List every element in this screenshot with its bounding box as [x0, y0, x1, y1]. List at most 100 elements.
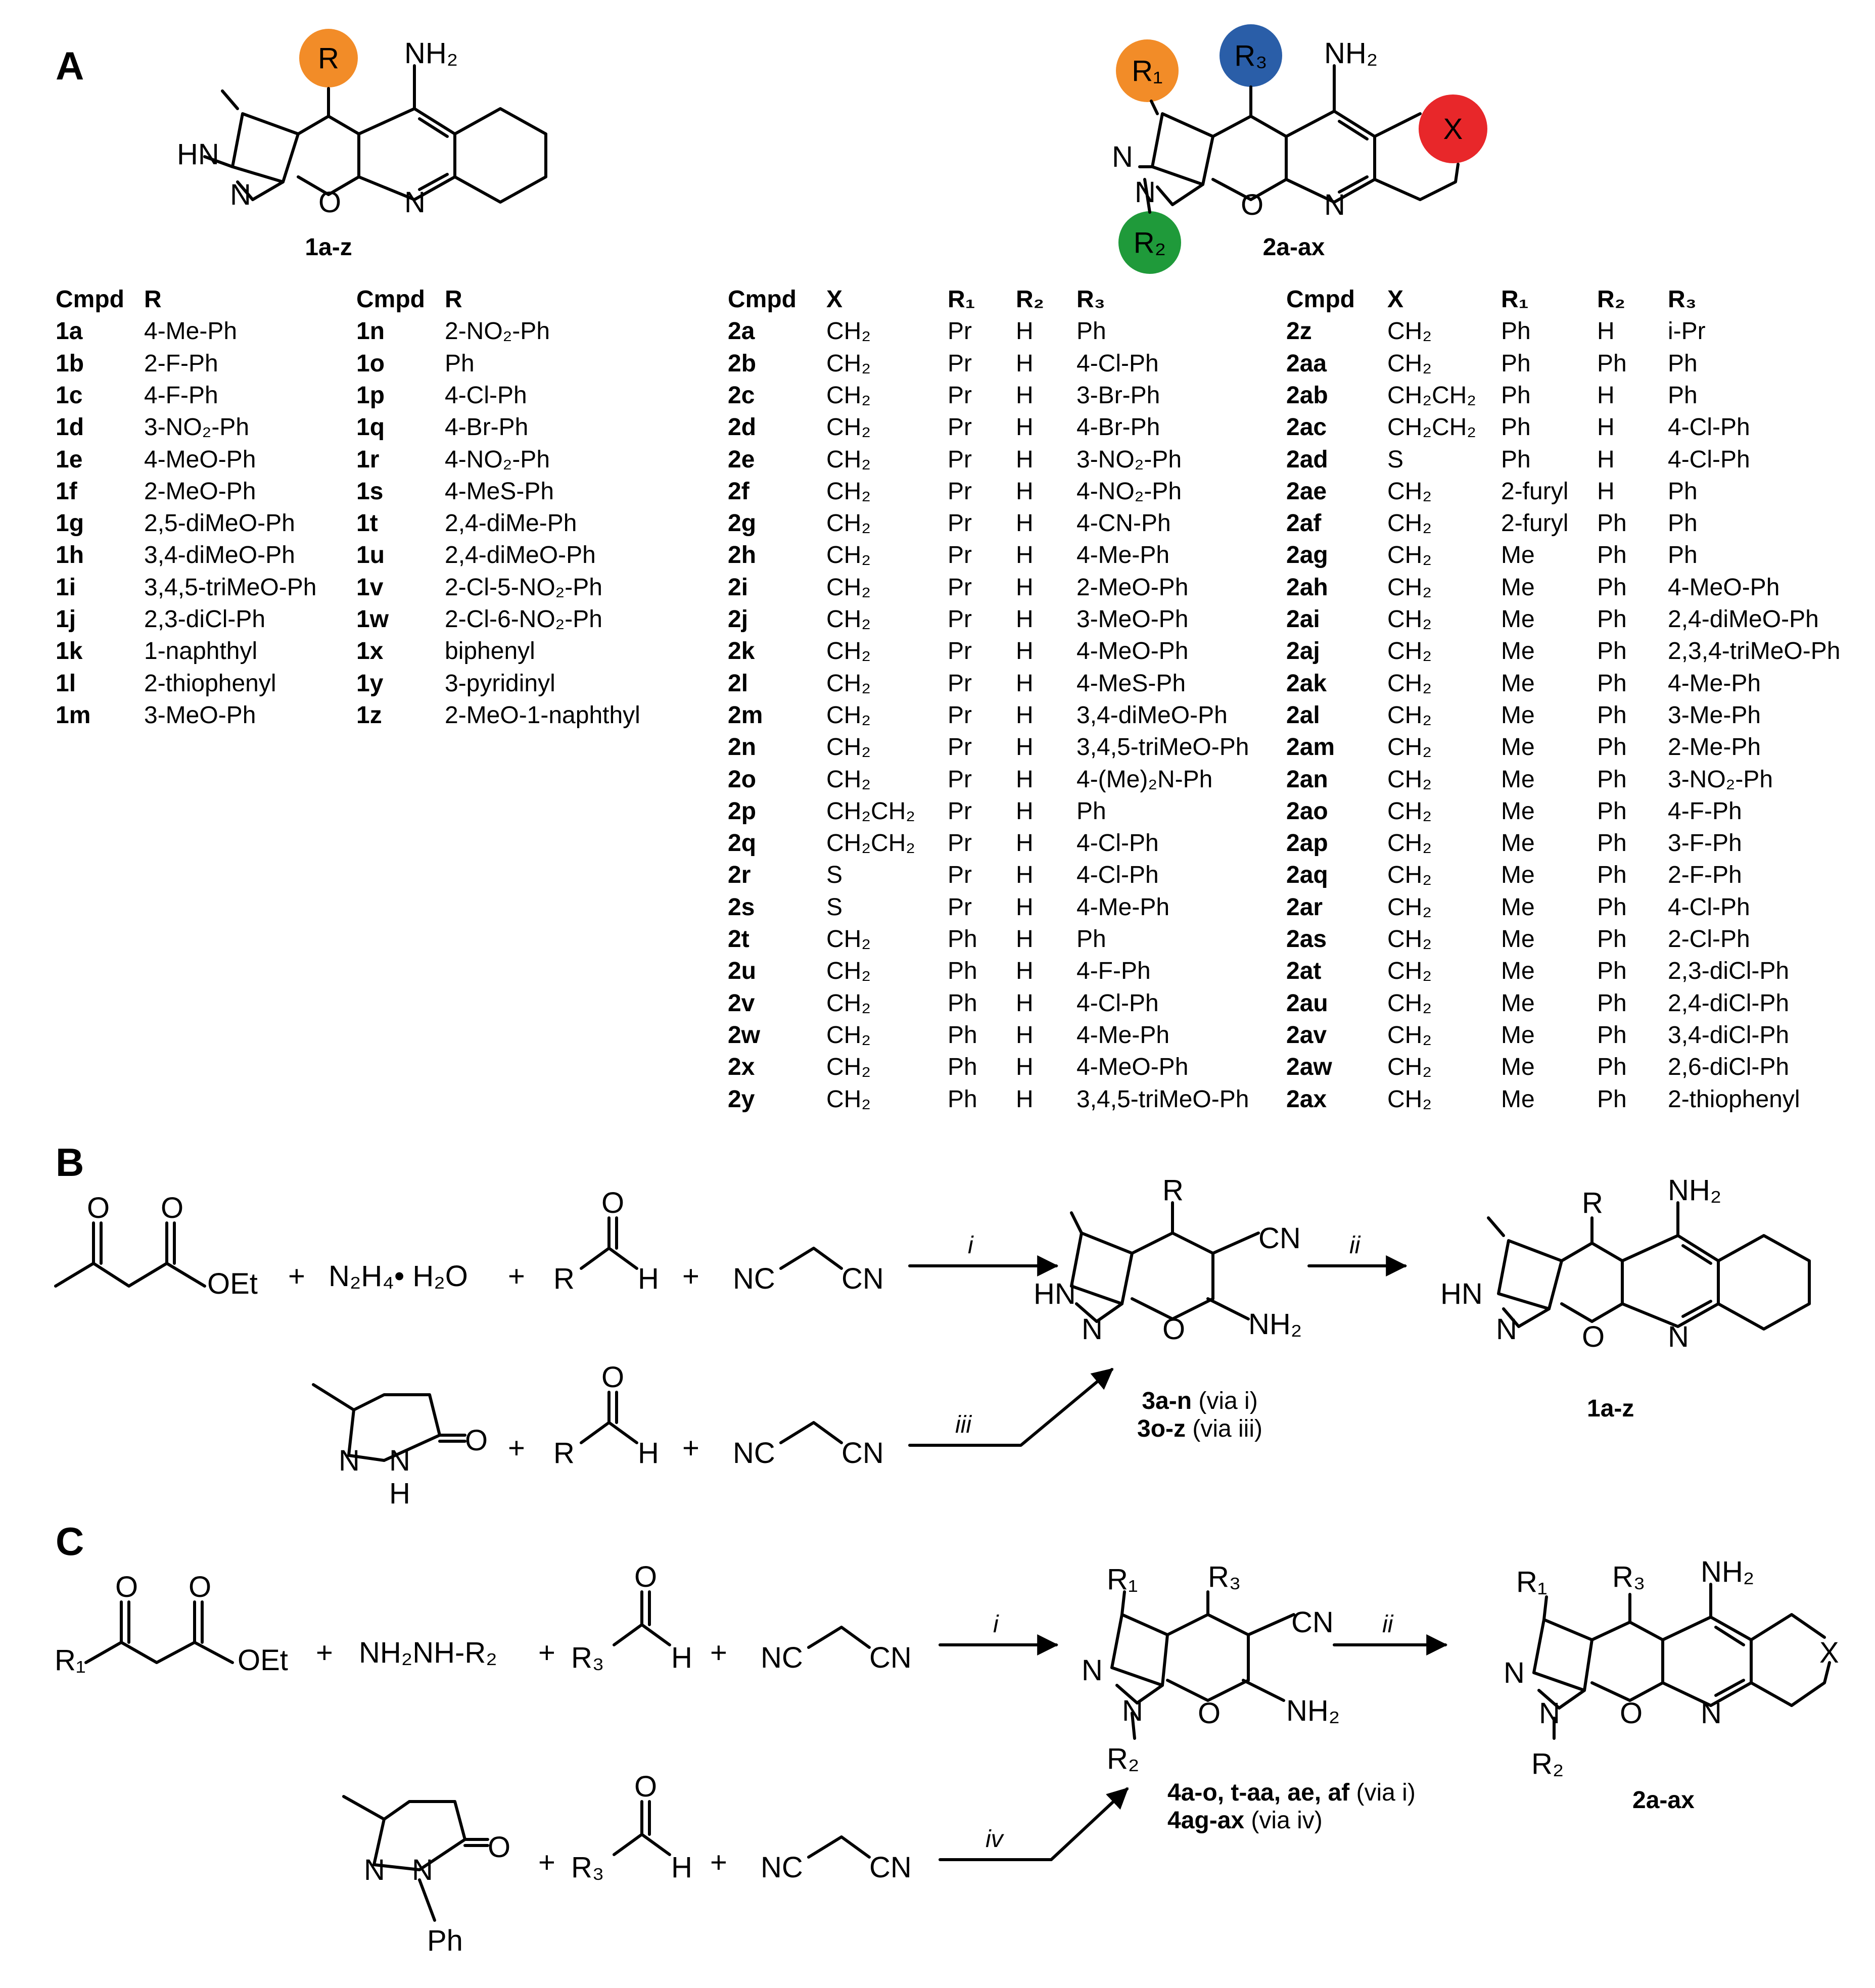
substituent-value: CH₂CH₂ — [826, 798, 915, 825]
c-int-nh2: NH₂ — [1286, 1694, 1340, 1727]
substituent-value: 4-Cl-Ph — [1076, 350, 1159, 377]
substituent-value: 2-Cl-Ph — [1668, 926, 1750, 953]
c-prod-x: X — [1819, 1636, 1839, 1669]
compound-id: 1f — [56, 478, 77, 505]
scheme-b-product-caption: 1a-z — [1587, 1395, 1634, 1423]
substituent-value: Ph — [1597, 542, 1627, 569]
substituent-value: CH₂ — [826, 318, 871, 345]
substituent-value: Pr — [948, 702, 972, 729]
substituent-value: H — [1016, 670, 1034, 697]
substituent-value: H — [1016, 1054, 1034, 1080]
substituent-value: CH₂ — [826, 638, 871, 665]
b-int-nh2: NH₂ — [1248, 1308, 1302, 1341]
r1-circle — [1116, 39, 1179, 102]
c-ald2-o: O — [634, 1770, 657, 1803]
substituent-value: CH₂ — [826, 1086, 871, 1113]
compound-id: 1g — [56, 510, 84, 537]
substituent-value: 4-Me-Ph — [1076, 894, 1170, 921]
b-plus1: + — [288, 1260, 305, 1293]
b-prod-nring: N — [1668, 1320, 1689, 1353]
compound-id: 2aq — [1286, 862, 1328, 888]
substituent-value: 4-MeO-Ph — [144, 446, 256, 473]
b-step-i: i — [968, 1232, 974, 1259]
substituent-value: 2-MeO-Ph — [1076, 574, 1189, 601]
substituent-value: Ph — [1076, 798, 1106, 825]
substituent-value: H — [1016, 1086, 1034, 1113]
substituent-value: 4-Me-Ph — [1076, 1022, 1170, 1049]
substituent-value: Ph — [1597, 350, 1627, 377]
r2-circle — [1118, 211, 1181, 274]
substituent-value: Pr — [948, 894, 972, 921]
substituent-value: Pr — [948, 318, 972, 345]
b-ald-r: R — [553, 1262, 575, 1295]
substituent-value: CH₂ — [826, 574, 871, 601]
substituent-value: Ph — [1076, 926, 1106, 953]
panel-label-b: B — [56, 1140, 84, 1185]
substituent-value: Ph — [948, 926, 977, 953]
substituent-value: CH₂ — [1387, 478, 1432, 505]
substituent-value: H — [1016, 990, 1034, 1017]
substituent-value: CH₂ — [1387, 1022, 1432, 1049]
header-r1: R₁ — [1501, 286, 1529, 313]
substituent-value: Ph — [1597, 990, 1627, 1017]
c-step-ii: ii — [1382, 1611, 1394, 1638]
substituent-value: Me — [1501, 542, 1535, 569]
scheme-c-intermediate-caption: 4a-o, t-aa, ae, af (via i) 4ag-ax (via i… — [1167, 1779, 1416, 1834]
substituent-value: Pr — [948, 414, 972, 441]
header-r: R — [445, 286, 462, 313]
c-int-r1: R₁ — [1107, 1563, 1138, 1596]
s2-r1: R₁ — [1132, 55, 1162, 87]
substituent-value: Me — [1501, 1054, 1535, 1080]
substituent-value: CH₂CH₂ — [1387, 414, 1476, 441]
substituent-value: H — [1016, 606, 1034, 633]
c-prod-o: O — [1620, 1697, 1643, 1730]
compound-id: 2ae — [1286, 478, 1327, 505]
substituent-value: Pr — [948, 798, 972, 825]
s1-o: O — [318, 186, 341, 219]
substituent-value: H — [1597, 414, 1615, 441]
scheme-c-product-caption: 2a-ax — [1632, 1786, 1695, 1814]
substituent-value: H — [1597, 446, 1615, 473]
x-circle — [1419, 94, 1487, 163]
compound-id: 2aw — [1286, 1054, 1332, 1080]
substituent-value: 4-Cl-Ph — [1668, 446, 1750, 473]
panel-label-a: A — [56, 43, 84, 88]
substituent-value: Ph — [1501, 350, 1531, 377]
compound-id: 2ag — [1286, 542, 1328, 569]
compound-id: 2aj — [1286, 638, 1320, 665]
substituent-value: 3,4-diCl-Ph — [1668, 1022, 1790, 1049]
compound-id: 2v — [728, 990, 755, 1017]
compound-id: 1h — [56, 542, 84, 569]
s2-r3: R₃ — [1234, 39, 1268, 72]
substituent-value: Me — [1501, 638, 1535, 665]
substituent-value: CH₂ — [826, 414, 871, 441]
substituent-value: Ph — [1597, 670, 1627, 697]
prod-2-label: 2a-ax — [1632, 1787, 1695, 1814]
c-plus1: + — [316, 1636, 333, 1669]
b-pz-o: O — [465, 1424, 488, 1457]
compound-id: 1s — [356, 478, 384, 505]
substituent-value: CH₂ — [1387, 670, 1432, 697]
b-int-r: R — [1162, 1174, 1184, 1207]
substituent-value: Ph — [948, 1054, 977, 1080]
substituent-value: Ph — [948, 958, 977, 984]
substituent-value: CH₂CH₂ — [826, 830, 915, 857]
substituent-value: CH₂ — [826, 478, 871, 505]
b-oet: OEt — [207, 1267, 258, 1300]
substituent-value: Ph — [1597, 606, 1627, 633]
substituent-value: Me — [1501, 766, 1535, 793]
compound-id: 2av — [1286, 1022, 1327, 1049]
b-plus5: + — [682, 1432, 699, 1464]
substituent-value: 2-MeO-Ph — [144, 478, 256, 505]
header-r: R — [144, 286, 162, 313]
b-prod-hn: HN — [1440, 1277, 1483, 1310]
compound-id: 1n — [356, 318, 385, 345]
substituent-value: 2,3-diCl-Ph — [144, 606, 266, 633]
c-r1: R₁ — [55, 1644, 85, 1677]
b-int-hn: HN — [1034, 1277, 1076, 1310]
substituent-value: CH₂ — [1387, 542, 1432, 569]
c-int-r2: R₂ — [1107, 1742, 1139, 1775]
b-int-o: O — [1162, 1313, 1185, 1346]
substituent-value: Me — [1501, 606, 1535, 633]
